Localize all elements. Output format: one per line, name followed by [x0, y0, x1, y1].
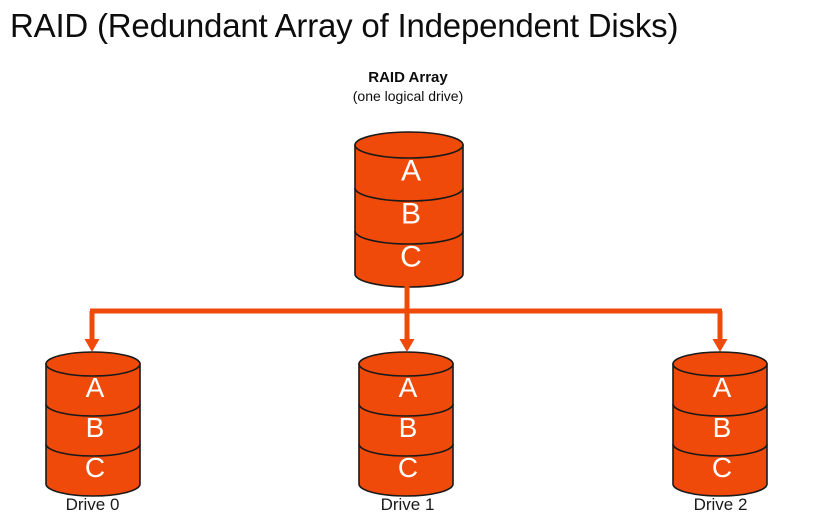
drive-1-divider-2 — [358, 443, 454, 457]
drive-0-body — [45, 363, 141, 497]
raid-array-heading: RAID Array (one logical drive) — [273, 68, 543, 106]
drive-0-top-cap — [45, 351, 141, 377]
drive-2-segment-b: B — [713, 412, 732, 443]
drive-2-divider-2 — [672, 443, 768, 457]
drive-1-body — [358, 363, 454, 497]
drive-1-segment-b: B — [399, 412, 418, 443]
drive-2-segment-a: A — [713, 372, 732, 403]
raid-array-subheading-label: (one logical drive) — [352, 88, 464, 104]
drive-2-body — [672, 363, 768, 497]
drive-2-segment-c: C — [712, 452, 732, 483]
raid-array-segment-b: B — [401, 197, 421, 230]
raid-array-divider-2 — [354, 230, 464, 245]
drive-1-top-cap — [358, 351, 454, 377]
drive-2-divider-1 — [672, 403, 768, 417]
drive-1-label: Drive 1 — [380, 495, 435, 514]
raid-array-top-cap — [354, 131, 464, 159]
drive-0-label: Drive 0 — [65, 495, 120, 514]
raid-array-body — [354, 144, 464, 288]
drive-0-divider-1 — [45, 403, 141, 417]
drive-1-divider-1 — [358, 403, 454, 417]
raid-array-divider-1 — [354, 187, 464, 202]
drive-2-label: Drive 2 — [693, 495, 748, 514]
page-title: RAID (Redundant Array of Independent Dis… — [10, 7, 679, 44]
drive-2-top-cap — [672, 351, 768, 377]
drive-0-divider-2 — [45, 443, 141, 457]
raid-array-segment-a: A — [401, 154, 421, 187]
drive-1-segment-a: A — [399, 372, 418, 403]
drive-0-segment-b: B — [86, 412, 105, 443]
drive-0-segment-c: C — [85, 452, 105, 483]
raid-array-heading-label: RAID Array — [368, 69, 448, 86]
drive-0-segment-a: A — [86, 372, 105, 403]
raid-array-segment-c: C — [400, 240, 422, 273]
drive-1-segment-c: C — [398, 452, 418, 483]
